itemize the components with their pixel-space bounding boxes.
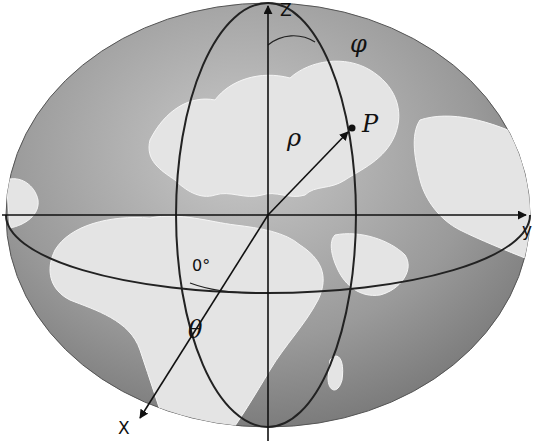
- point-label: P: [362, 112, 378, 136]
- axes: [2, 6, 526, 441]
- axis-label: X: [118, 420, 130, 437]
- z-axis: [267, 6, 269, 441]
- point-p: [349, 125, 356, 132]
- island-shape: [328, 356, 343, 390]
- axis-label: Z: [280, 2, 292, 19]
- africa-shape: [50, 216, 323, 441]
- america-shape: [6, 179, 38, 228]
- axis-label: y: [522, 222, 532, 239]
- angle-label: θ: [188, 318, 202, 342]
- meridian-label: 0°: [192, 258, 210, 274]
- x-axis: [140, 215, 268, 418]
- angle-label: φ: [350, 32, 367, 56]
- asia-shape: [414, 116, 530, 260]
- phi-arc: [268, 36, 315, 45]
- y-axis: [2, 214, 526, 216]
- vector-label: ρ: [287, 126, 301, 150]
- rho-vector: [268, 132, 348, 215]
- theta-arc: [190, 283, 262, 293]
- europe-shape: [149, 61, 399, 196]
